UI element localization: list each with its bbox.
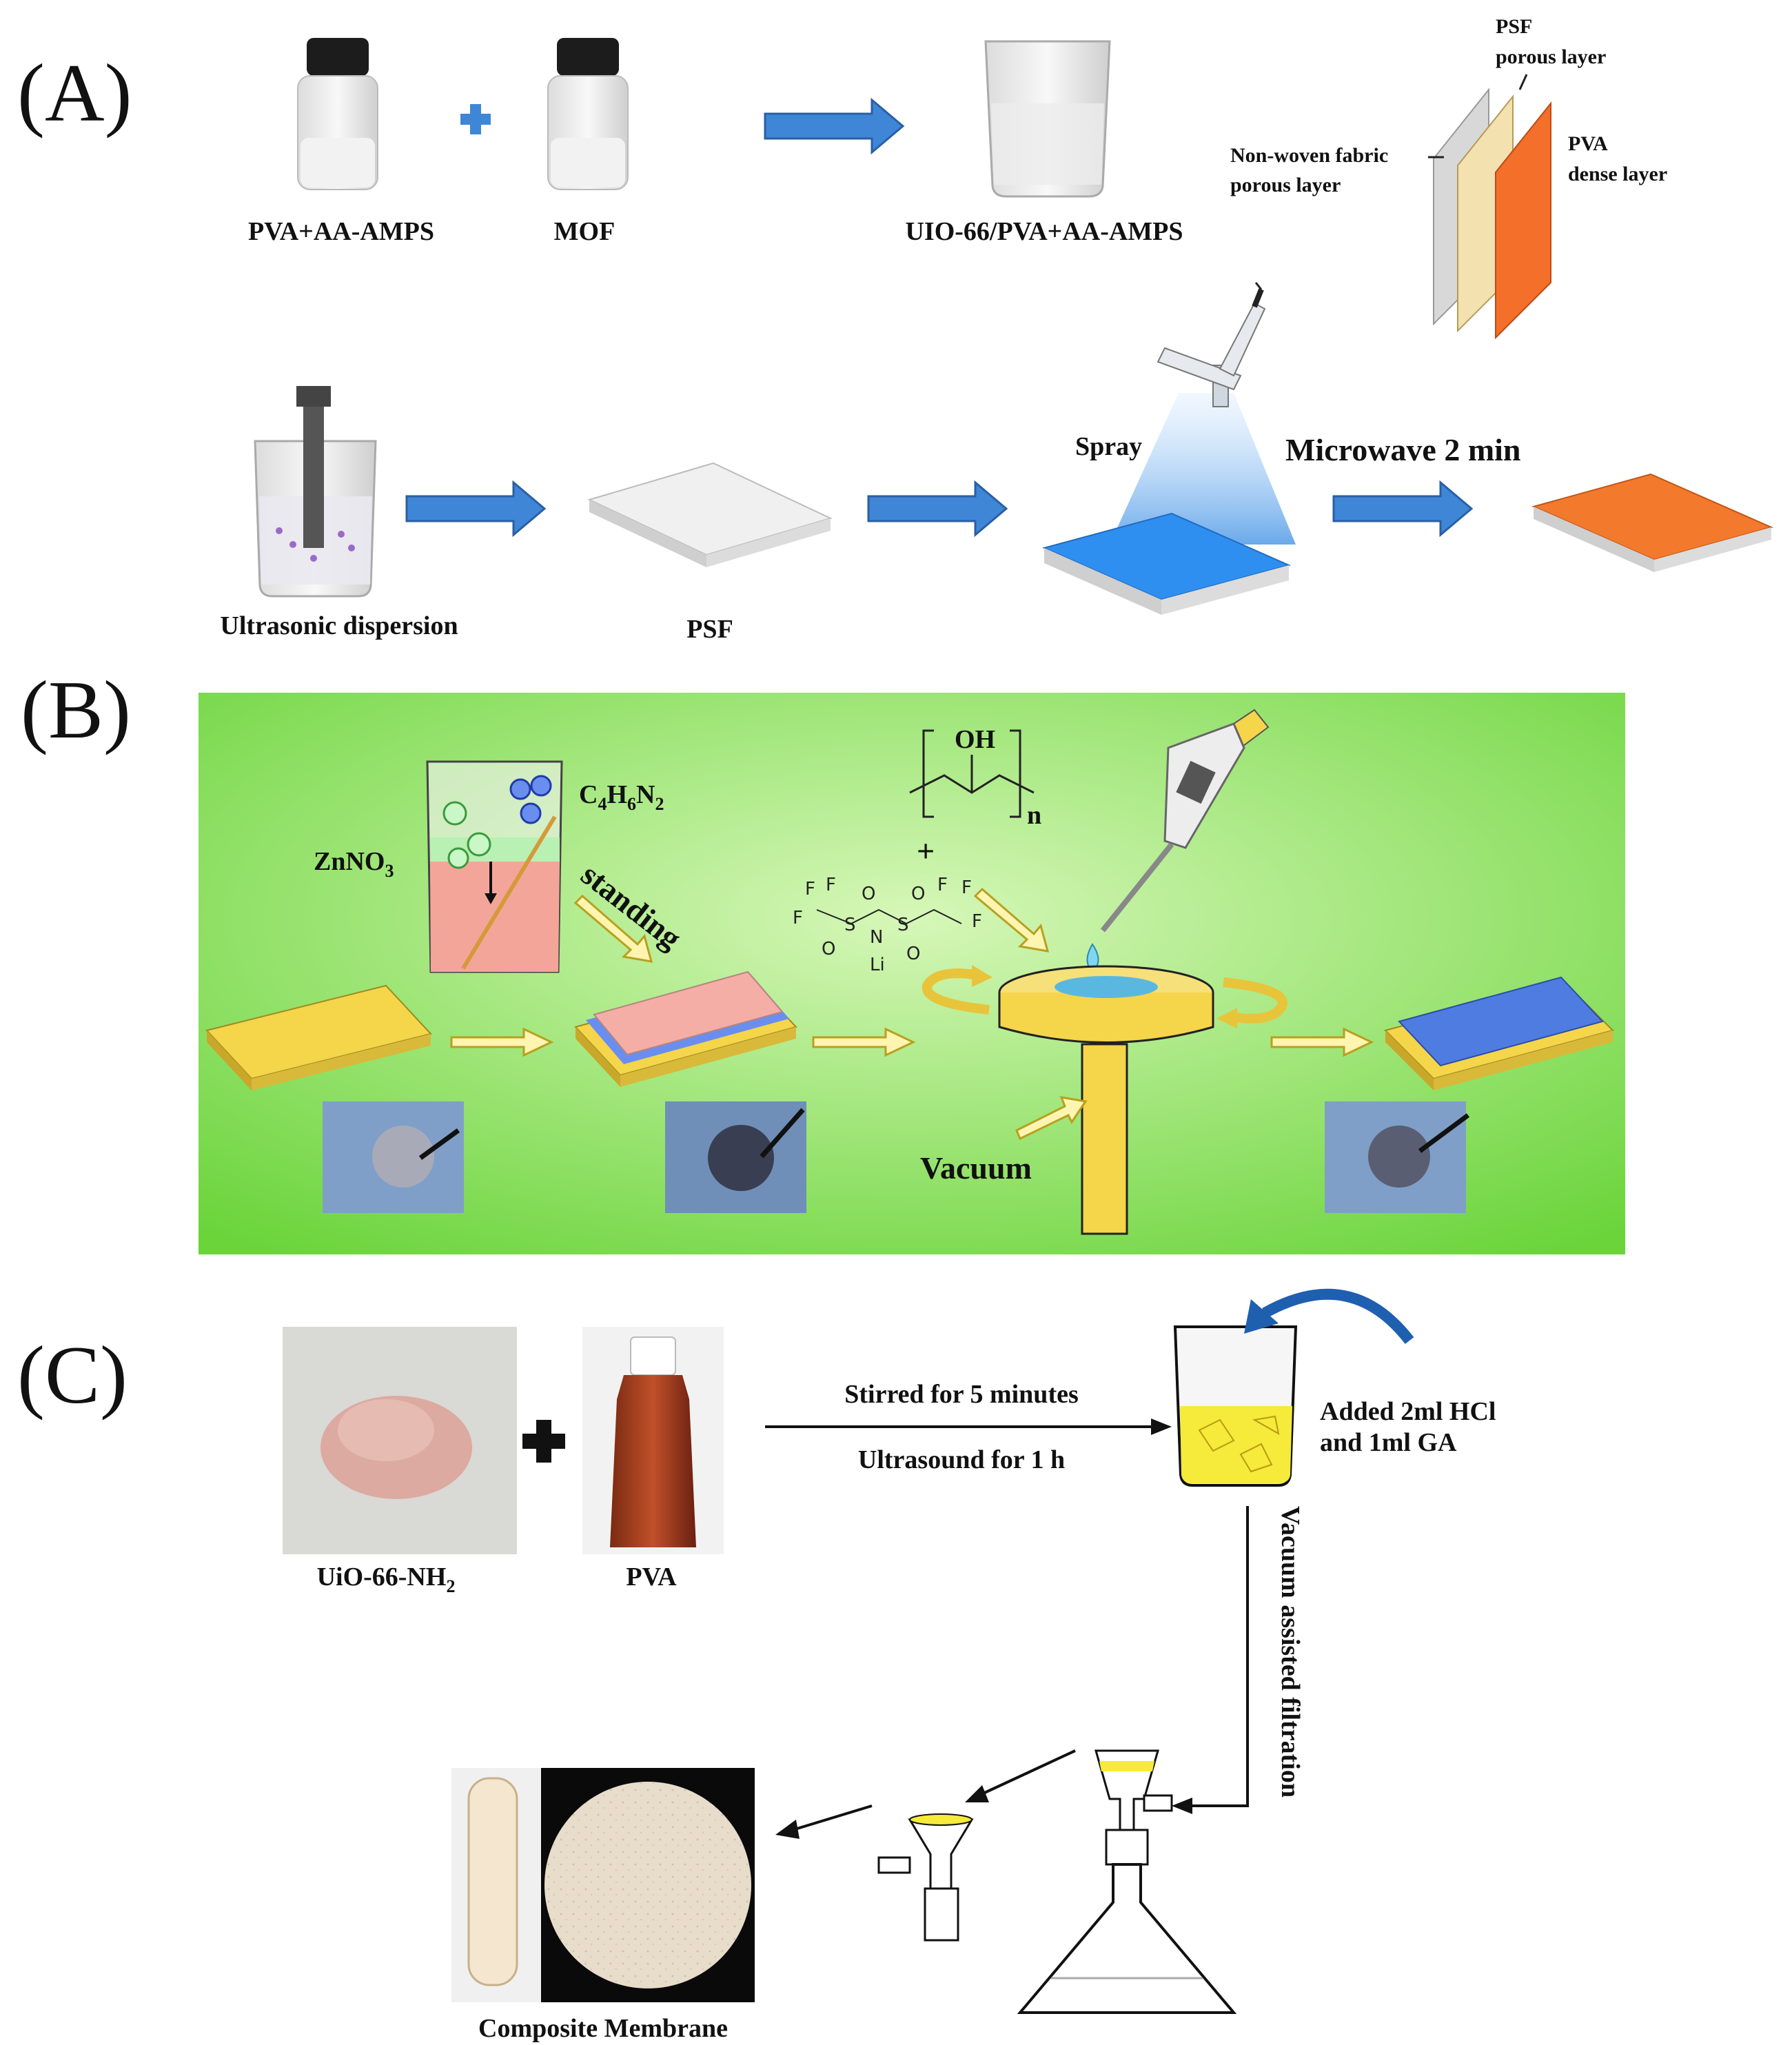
svg-text:O: O [822,939,835,959]
arrow-right-icon [812,1027,916,1057]
membrane-photo-3 [1325,1101,1470,1213]
arrow-right-icon [405,480,547,538]
panel-label-c: (C) [17,1329,128,1421]
label-psf-layer: PSF [1496,15,1532,38]
arrow-diagonal-icon [973,887,1050,953]
svg-text:S: S [897,915,909,935]
label-composite-membrane: Composite Membrane [478,2014,728,2043]
bottle-pva-icon [297,38,378,190]
label-mof: MOF [554,217,615,246]
ultrasonic-beaker-icon [254,386,377,598]
membrane-photo-1 [323,1101,464,1213]
flow-line [1172,1506,1249,1814]
panel-c: (C) UiO-66-NH2 PVA Stirred for 5 minutes… [17,1288,1496,2043]
svg-text:N: N [870,927,883,948]
label-vacuum: Vacuum [920,1150,1032,1186]
arrow-right-icon [1332,480,1474,538]
label-psf-porous: porous layer [1496,45,1606,68]
label-pva-aa-amps: PVA+AA-AMPS [248,217,434,246]
label-psf: PSF [686,615,733,644]
blue-coated-substrate-icon [1384,976,1614,1090]
psf-plate-icon [587,462,833,567]
label-pva: PVA [626,1563,677,1591]
svg-text:F: F [937,875,948,895]
spray-gun-icon [1110,282,1296,545]
label-pva-dense: dense layer [1568,163,1667,185]
plus-icon [460,104,491,134]
svg-text:O: O [906,944,920,964]
spin-coater-icon [922,965,1287,1235]
label-uio-66-nh2: UiO-66-NH2 [317,1563,456,1596]
bottle-mof-icon [547,38,629,190]
label-spray: Spray [1075,432,1142,461]
reaction-beaker-icon [426,760,563,973]
panel-label-b: (B) [21,664,131,755]
svg-text:O: O [862,884,875,904]
pva-bottle-photo [582,1327,724,1554]
composite-membrane-photo [451,1768,755,2002]
label-vacuum-filtration: Vacuum assisted filtration [1276,1506,1305,1798]
plus-icon [522,1420,565,1463]
arrow-diagonal-icon [1015,1096,1088,1141]
funnel-icon [877,1813,974,1942]
pipette-icon [1086,709,1270,973]
panel-label-a: (A) [17,47,132,139]
pva-structure [909,729,1035,818]
label-stirred: Stirred for 5 minutes [844,1380,1079,1409]
label-ultrasonic: Ultrasonic dispersion [220,611,458,640]
arrow-left-icon [965,1749,1076,1802]
svg-text:F: F [961,877,972,898]
lithium-salt-molecule: F F F O O S N S O O F F F Li [793,875,982,975]
coated-substrate-icon [574,970,797,1087]
label-added-ga: and 1ml GA [1320,1428,1457,1457]
arrow-right-icon [764,97,905,155]
label-uio-beaker: UIO-66/PVA+AA-AMPS [905,217,1183,246]
arrow-diagonal-icon [573,894,653,963]
label-znno3: ZnNO3 [314,847,394,881]
label-n-subscript: n [1027,801,1041,830]
panel-a: (A) PVA+AA-AMPS MOF UIO-66/PVA+AA-AMPS [17,15,1773,644]
svg-text:F: F [805,879,815,899]
label-nonwoven-porous: porous layer [1230,174,1341,196]
svg-text:O: O [911,884,925,904]
beaker-icon [984,40,1111,198]
arrow-left-icon [775,1804,873,1839]
panel-b: (B) ZnNO3 C4H6N2 standing [21,664,1625,1254]
arrow-right-icon [1270,1027,1374,1057]
svg-text:F: F [826,875,836,895]
svg-text:F: F [793,908,803,928]
label-oh: OH [955,725,995,754]
svg-text:Li: Li [870,955,885,975]
svg-text:S: S [844,915,856,935]
label-microwave: Microwave 2 min [1285,432,1521,467]
filtration-flask-icon [1017,1749,1237,2014]
blue-plate-icon [1042,512,1291,615]
membrane-photo-2 [665,1101,806,1213]
arrow-right-icon [867,480,1008,538]
svg-text:F: F [972,911,982,932]
label-c4h6n2: C4H6N2 [579,780,664,814]
label-ultrasound: Ultrasound for 1 h [858,1445,1065,1474]
orange-plate-icon [1531,473,1773,572]
label-added-hcl: Added 2ml HCl [1320,1397,1496,1426]
membrane-layers-icon [1428,74,1551,340]
label-plus: + [917,833,935,868]
label-pva-layer: PVA [1568,132,1608,155]
arrow-right-icon [450,1027,554,1057]
arrow-right-icon [765,1418,1172,1435]
uio-powder-photo [283,1327,517,1554]
mixing-beaker-icon [1173,1288,1414,1487]
substrate-plate-icon [205,984,432,1090]
label-nonwoven: Non-woven fabric [1230,144,1388,167]
